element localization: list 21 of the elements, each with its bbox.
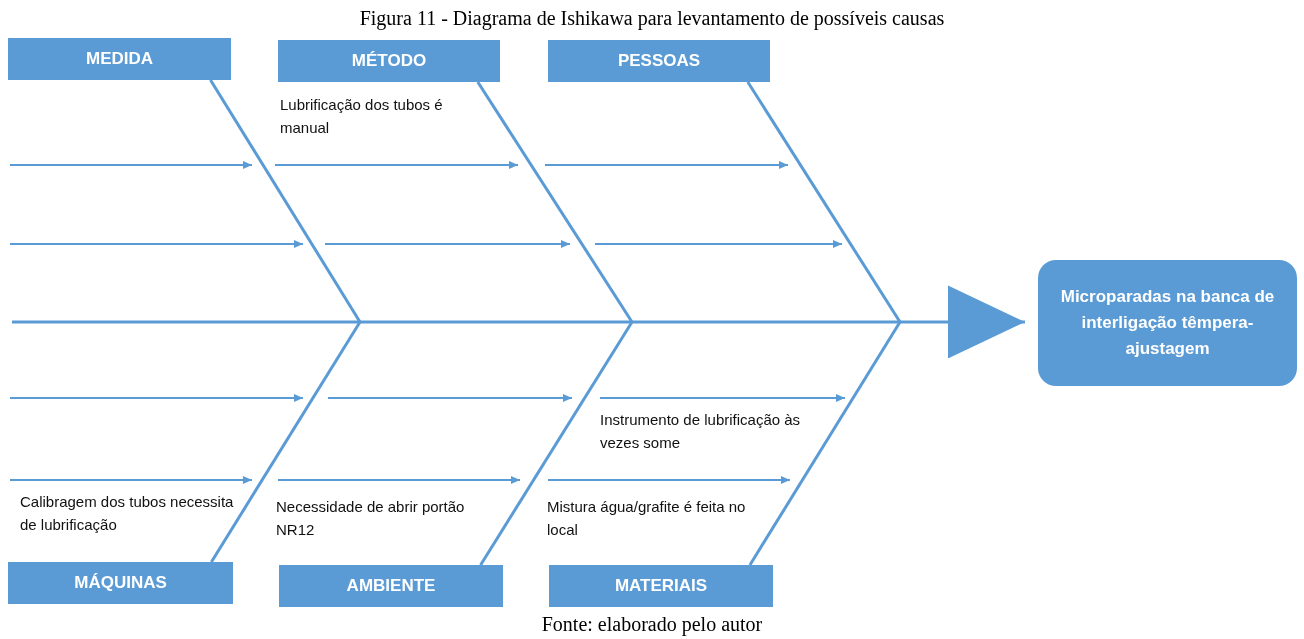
effect-box: Microparadas na banca de interligação têmpera-ajustagem [1038, 260, 1297, 386]
category-box: AMBIENTE [279, 565, 503, 607]
cause-text: Lubrificação dos tubos é manual [280, 95, 444, 138]
category-box: MATERIAIS [549, 565, 773, 607]
bone-line [210, 321, 362, 563]
cause-text: Calibragem dos tubos necessita de lubrificação [20, 492, 235, 535]
cause-text: Instrumento de lubrificação às vezes some [600, 410, 802, 453]
bone-line [209, 79, 362, 323]
bone-line [746, 81, 902, 323]
source-caption: Fonte: elaborado pelo autor [541, 613, 763, 635]
category-box: MÁQUINAS [8, 562, 233, 604]
spine-arrow [12, 285, 1025, 359]
bone-line [476, 81, 634, 323]
cause-text: Necessidade de abrir portão NR12 [276, 497, 466, 540]
bone-line [748, 321, 902, 566]
category-box: MEDIDA [8, 38, 231, 80]
cause-text: Mistura água/grafite é feita no local [547, 497, 747, 540]
bone-line [479, 321, 634, 566]
figure-title: Figura 11 - Diagrama de Ishikawa para levantamento de possíveis causas [359, 7, 945, 29]
category-box: PESSOAS [548, 40, 770, 82]
category-box: MÉTODO [278, 40, 500, 82]
